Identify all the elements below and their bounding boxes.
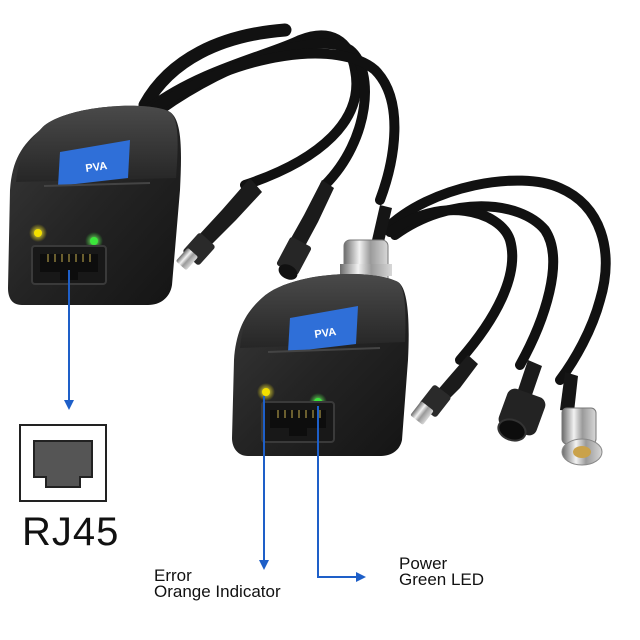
product-label-left: PVA [58, 140, 130, 186]
product-label-right: PVA [288, 306, 358, 352]
callout-arrows [64, 270, 366, 582]
power-led-caption: Power Green LED [399, 554, 485, 589]
error-indicator-caption: Error Orange Indicator [154, 566, 281, 601]
rj45-port-icon [19, 424, 107, 502]
right-balun-unit: PVA [232, 274, 409, 456]
error-caption-line2: Orange Indicator [154, 582, 281, 601]
rj45-port-right [261, 401, 335, 443]
power-arrow [317, 406, 366, 582]
label-text-left: PVA [85, 160, 108, 175]
dc-connector-left [276, 180, 334, 280]
rca-connector-right [410, 355, 478, 425]
error-caption-line1: Error [154, 566, 192, 585]
power-caption-line2: Green LED [399, 570, 485, 589]
dc-connector-right [497, 360, 546, 442]
bnc-connector-bottom [560, 372, 603, 466]
left-unit-cables [138, 23, 400, 205]
right-unit-cables [380, 175, 611, 385]
left-balun-unit: PVA [8, 105, 181, 305]
rca-connector-left [176, 178, 262, 270]
power-caption-line1: Power [399, 554, 448, 573]
label-text-right: PVA [314, 326, 337, 341]
rj45-caption: RJ45 [22, 510, 120, 554]
